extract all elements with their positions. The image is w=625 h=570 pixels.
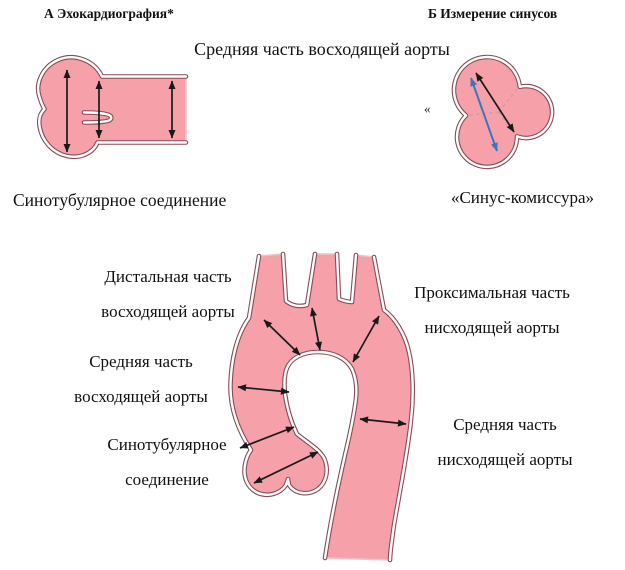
arrow-arch bbox=[310, 307, 322, 351]
arch-measurement-arrows bbox=[237, 307, 407, 484]
panel-a-header: А Эхокардиография* bbox=[44, 6, 174, 21]
label-line: соединение bbox=[125, 469, 209, 489]
arrow-proximal-descending bbox=[352, 315, 380, 363]
arrow-mid-ascending-arch bbox=[237, 384, 290, 395]
sinus-cross-section-shape bbox=[454, 57, 552, 167]
echo-measurement-arrows bbox=[63, 69, 176, 153]
label-proximal-descending: Проксимальная часть нисходящей аорты bbox=[393, 276, 591, 345]
arrow-mid-descending bbox=[359, 416, 407, 427]
sinotubular-junction-caption: Синотубулярное соединение bbox=[13, 190, 227, 210]
label-line: Средняя часть bbox=[453, 415, 557, 434]
arrow-sinus-commissure-blue bbox=[470, 77, 498, 152]
label-line: Проксимальная часть bbox=[414, 283, 570, 302]
label-line: нисходящей аорты bbox=[424, 317, 560, 337]
echo-vessel-fill bbox=[38, 57, 186, 157]
panel-b-header: Б Измерение синусов bbox=[428, 6, 558, 21]
echo-long-axis-shape bbox=[38, 57, 186, 156]
label-line: восходящей аорты bbox=[101, 301, 235, 321]
label-line: Дистальная часть bbox=[104, 267, 232, 286]
arrow-distal-ascending bbox=[263, 319, 301, 356]
branch-open-end-cut bbox=[258, 253, 284, 257]
sinus-commissure-caption: «Синус-комиссура» bbox=[450, 188, 595, 207]
branch-open-end-cut bbox=[355, 254, 375, 258]
mid-ascending-aorta-title: Средняя часть восходящей аорты bbox=[194, 39, 450, 59]
label-line: Средняя часть bbox=[89, 352, 193, 371]
commissure-pointer-mark: « bbox=[424, 101, 431, 116]
label-mid-descending: Средняя часть нисходящей аорты bbox=[406, 408, 604, 477]
label-mid-ascending: Средняя часть восходящей аорты bbox=[46, 345, 236, 414]
descending-open-end-cut bbox=[324, 557, 391, 561]
label-line: восходящей аорты bbox=[74, 386, 208, 406]
label-sinotubular-junction: Синотубулярное соединение bbox=[72, 428, 262, 497]
arrow-sinotubular-lower bbox=[253, 451, 319, 484]
sinus-fill bbox=[453, 57, 553, 167]
label-line: Синотубулярное bbox=[107, 435, 227, 454]
label-line: нисходящей аорты bbox=[437, 449, 573, 469]
arrow-sinotubular-upper bbox=[239, 426, 295, 449]
label-distal-ascending: Дистальная часть восходящей аорты bbox=[70, 260, 266, 329]
